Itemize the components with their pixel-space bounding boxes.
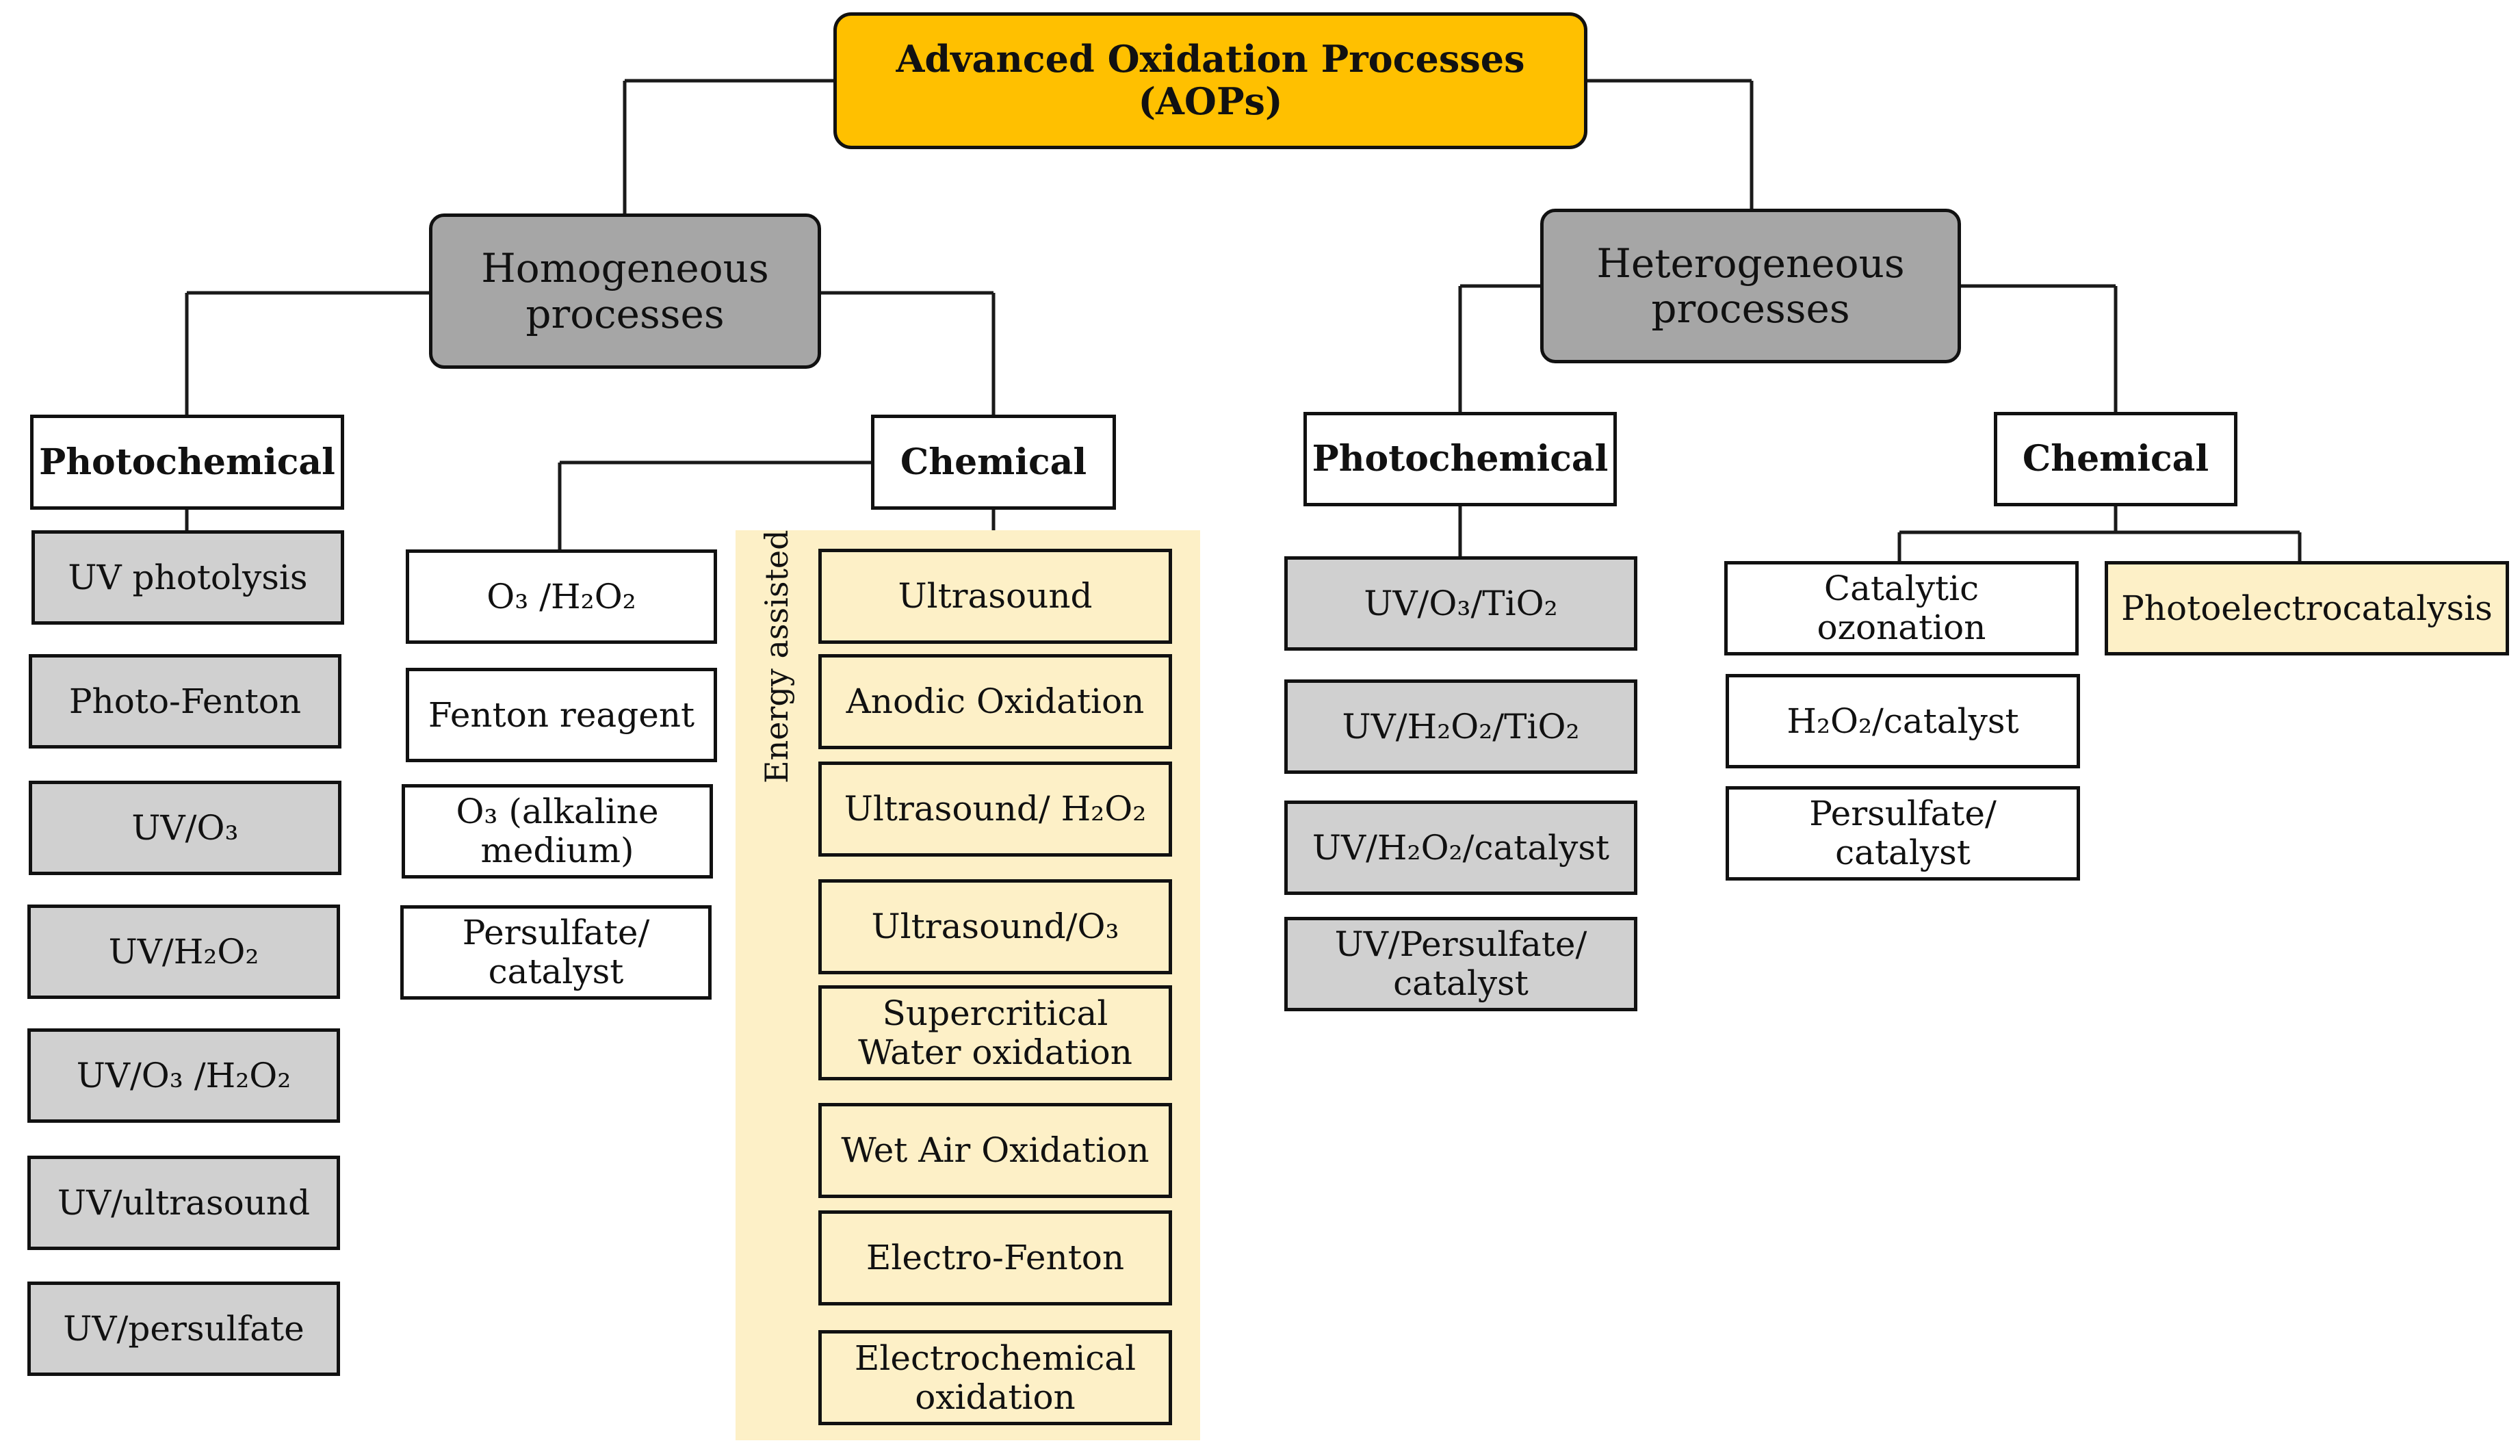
homo-chem-item: Persulfate/ catalyst: [400, 905, 712, 1000]
homo-chem-item: Fenton reagent: [406, 668, 717, 762]
hetero-chem-item: Catalytic ozonation: [1724, 561, 2079, 655]
energy-assisted-item: Anodic Oxidation: [818, 654, 1172, 749]
heterogeneous-box: Heterogeneous processes: [1540, 209, 1961, 363]
energy-assisted-item: Ultrasound/O₃: [818, 879, 1172, 974]
heterogeneous-chemical-box: Chemical: [1994, 412, 2237, 506]
energy-assisted-item: Electrochemical oxidation: [818, 1330, 1172, 1425]
hetero-photo-item: UV/O₃/TiO₂: [1284, 556, 1637, 651]
heterogeneous-line-2: processes: [1651, 285, 1850, 332]
item-line-1: Persulfate/: [462, 913, 650, 952]
item-line-1: Supercritical: [882, 993, 1108, 1033]
energy-assisted-label: Energy assisted: [758, 530, 795, 783]
heterogeneous-line-1: Heterogeneous: [1596, 239, 1905, 287]
homo-photo-item: Photo-Fenton: [29, 654, 341, 749]
hetero-photo-item: UV/H₂O₂/TiO₂: [1284, 679, 1637, 774]
item-line-1: Catalytic: [1823, 569, 1979, 608]
homogeneous-line-1: Homogeneous: [481, 245, 769, 292]
item-line-2: catalyst: [1393, 963, 1529, 1003]
homo-photo-item: UV/H₂O₂: [27, 905, 340, 999]
photoelectrocatalysis-box: Photoelectrocatalysis: [2105, 561, 2509, 655]
item-line-2: medium): [480, 831, 634, 870]
hetero-photo-item: UV/H₂O₂/catalyst: [1284, 801, 1637, 895]
homogeneous-chemical-box: Chemical: [871, 415, 1116, 510]
item-line-1: UV/Persulfate/: [1334, 924, 1587, 964]
item-line-1: Electrochemical: [854, 1338, 1136, 1378]
homo-photo-item: UV photolysis: [31, 530, 344, 625]
energy-assisted-item: Supercritical Water oxidation: [818, 985, 1172, 1080]
homo-chem-item: O₃ (alkaline medium): [402, 784, 713, 879]
energy-assisted-item: Wet Air Oxidation: [818, 1103, 1172, 1198]
hetero-chem-item: Persulfate/ catalyst: [1726, 786, 2080, 881]
item-line-2: oxidation: [915, 1377, 1076, 1417]
item-line-2: catalyst: [1835, 833, 1971, 872]
item-line-1: Persulfate/: [1809, 794, 1997, 833]
homogeneous-photochemical-box: Photochemical: [30, 415, 344, 510]
hetero-chem-item: H₂O₂/catalyst: [1726, 674, 2080, 768]
root-line-2: (AOPs): [1138, 79, 1283, 123]
homo-photo-item: UV/O₃: [29, 781, 341, 875]
energy-assisted-item: Ultrasound/ H₂O₂: [818, 762, 1172, 857]
homo-photo-item: UV/ultrasound: [27, 1156, 340, 1250]
homo-photo-item: UV/O₃ /H₂O₂: [27, 1028, 340, 1123]
energy-assisted-item: Electro-Fenton: [818, 1210, 1172, 1305]
homo-chem-item: O₃ /H₂O₂: [406, 549, 717, 644]
item-line-1: O₃ (alkaline: [456, 792, 659, 831]
item-line-2: ozonation: [1817, 608, 1986, 647]
item-line-2: catalyst: [488, 952, 624, 991]
energy-assisted-item: Ultrasound: [818, 549, 1172, 644]
homogeneous-box: Homogeneous processes: [429, 213, 821, 369]
homogeneous-line-2: processes: [525, 290, 725, 337]
heterogeneous-photochemical-box: Photochemical: [1303, 412, 1617, 506]
homo-photo-item: UV/persulfate: [27, 1282, 340, 1376]
aop-root-box: Advanced Oxidation Processes (AOPs): [833, 12, 1587, 149]
item-line-2: Water oxidation: [858, 1032, 1132, 1072]
root-line-1: Advanced Oxidation Processes: [896, 37, 1525, 81]
hetero-photo-item: UV/Persulfate/ catalyst: [1284, 917, 1637, 1011]
